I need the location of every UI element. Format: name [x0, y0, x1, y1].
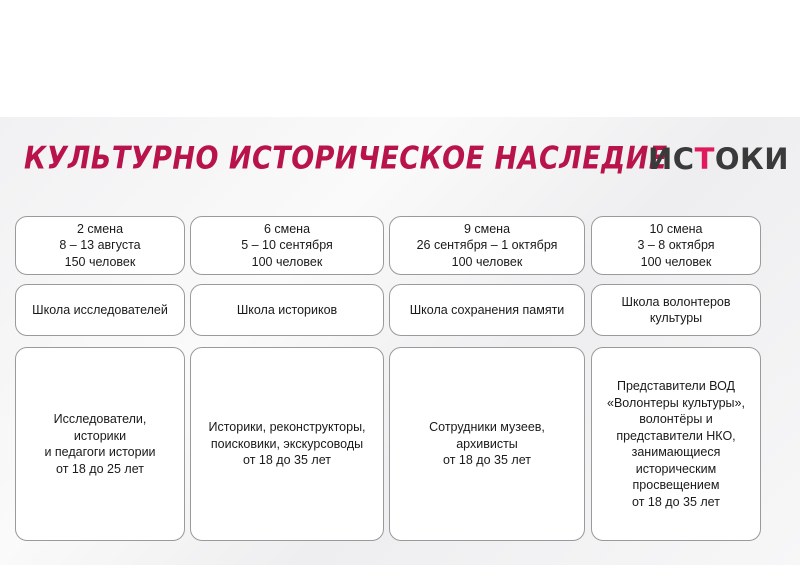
logo-suffix: ОКИ [714, 142, 789, 176]
school-card-3: Школа сохранения памяти [389, 284, 585, 336]
audience-card-3: Сотрудники музеев, архивисты от 18 до 35… [389, 347, 585, 541]
audience-line: «Волонтеры культуры», [607, 395, 745, 410]
shift-participants: 100 человек [640, 254, 712, 269]
logo-prefix: ИС [648, 142, 695, 176]
shift-dates: 26 сентября – 1 октября [416, 238, 558, 253]
audience-card-2: Историки, реконструкторы, поисковики, эк… [190, 347, 384, 541]
audience-line: архивисты [456, 436, 518, 451]
shift-number: 2 смена [76, 221, 124, 236]
school-card-4: Школа волонтеров культуры [591, 284, 761, 336]
shift-card-1: 2 смена 8 – 13 августа 150 человек [15, 216, 185, 275]
audience-line: занимающиеся [631, 445, 721, 459]
shift-card-3: 9 смена 26 сентября – 1 октября 100 чело… [389, 216, 585, 275]
logo-accent-letter: Т [694, 142, 715, 176]
shift-number: 10 смена [649, 221, 703, 236]
school-name: культуры [649, 311, 703, 325]
page-title: КУЛЬТУРНО ИСТОРИЧЕСКОЕ НАСЛЕДИЕ [24, 141, 668, 177]
audience-card-1: Исследователи, историки и педагоги истор… [15, 347, 185, 541]
audience-line: Представители ВОД [616, 379, 735, 393]
school-name: Школа сохранения памяти [409, 302, 565, 317]
shift-dates: 8 – 13 августа [59, 238, 141, 253]
audience-age: от 18 до 35 лет [632, 494, 720, 509]
audience-line: Историки, реконструкторы, [208, 420, 366, 435]
shift-participants: 150 человек [64, 254, 136, 269]
audience-line: Сотрудники музеев, [429, 420, 545, 435]
school-name: Школа исследователей [32, 302, 168, 317]
audience-card-4: Представители ВОД «Волонтеры культуры», … [591, 347, 761, 541]
istoki-logo: ИСТОКИ [648, 142, 789, 176]
shift-card-2: 6 смена 5 – 10 сентября 100 человек [190, 216, 384, 275]
audience-age: от 18 до 35 лет [243, 453, 331, 468]
audience-line: историческим [635, 461, 717, 476]
audience-line: просвещением [632, 478, 720, 492]
shift-dates: 3 – 8 октября [637, 238, 715, 253]
shift-number: 9 смена [463, 221, 511, 236]
audience-line: волонтёры и [639, 412, 713, 426]
audience-line: поисковики, экскурсоводы [210, 436, 364, 451]
school-name: Школа волонтеров [621, 294, 731, 309]
audience-age: от 18 до 35 лет [443, 453, 531, 468]
audience-line: Исследователи, [53, 412, 147, 426]
school-name: Школа историков [236, 302, 338, 317]
shift-number: 6 смена [263, 221, 311, 236]
audience-age: от 18 до 25 лет [56, 461, 144, 476]
shift-participants: 100 человек [251, 254, 323, 269]
shift-participants: 100 человек [451, 254, 523, 269]
shift-dates: 5 – 10 сентября [241, 238, 333, 253]
school-card-1: Школа исследователей [15, 284, 185, 336]
audience-line: историки [73, 428, 127, 443]
audience-line: и педагоги истории [44, 445, 156, 459]
audience-line: представители НКО, [616, 428, 736, 443]
school-card-2: Школа историков [190, 284, 384, 336]
shift-card-4: 10 смена 3 – 8 октября 100 человек [591, 216, 761, 275]
